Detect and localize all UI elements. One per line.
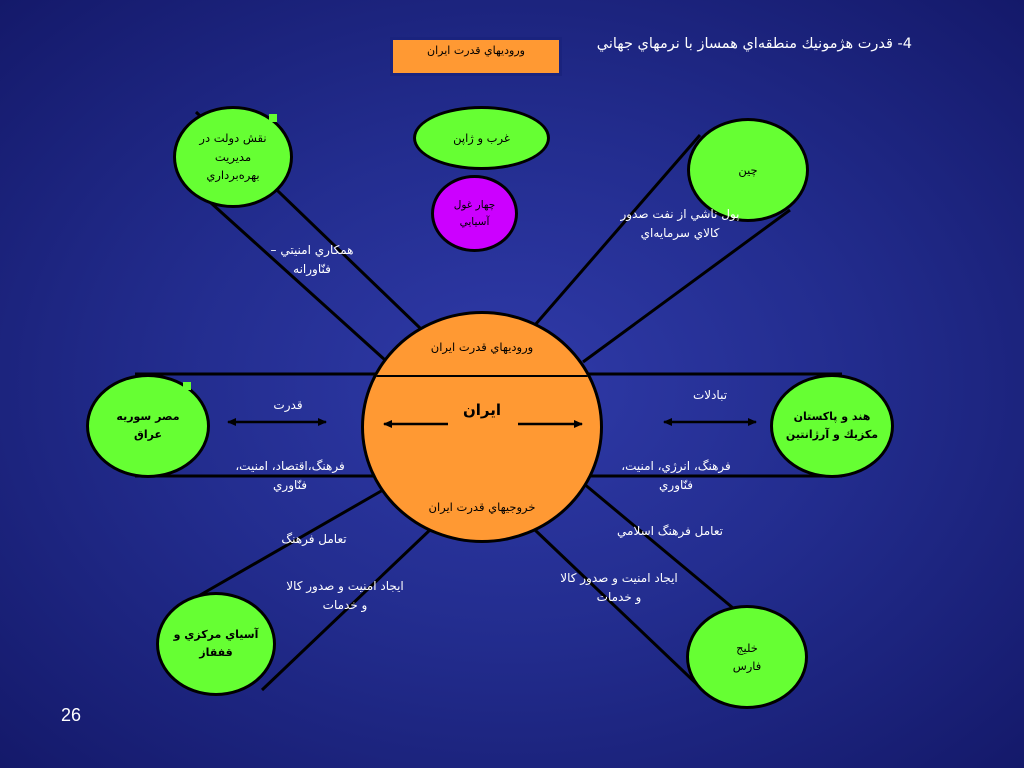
node-gulf-line2: فارس [732,659,762,673]
label-security-tech-line2: فنّاورانه [293,262,331,277]
label-right-culture-line1: فرهنگ، انرژي، امنيت، [621,459,731,473]
center-arrows [383,420,583,428]
label-oil-money: پول ناشي از نفت صدور كالاي سرمايه‌اي [600,205,760,243]
label-security-tech: همكاري امنيتي – فنّاورانه [252,241,372,279]
node-central-asia: آسياي مركزي و قفقاز [156,592,276,696]
node-egypt-line1: مصر سوريه [116,410,180,424]
label-cultural-interaction: تعامل فرهنگ [281,532,347,546]
green-marker-left [183,382,191,390]
green-marker-top [269,114,277,122]
legend-box: وروديهاي قدرت ايران [390,37,562,76]
center-top-label: وروديهاي قدرت ايران [430,340,534,354]
label-oil-money-line1: پول ناشي از نفت صدور [620,207,740,221]
node-state-role-line2: مديريت [214,149,252,164]
connector-top-left-b [178,173,387,362]
node-india-line1: هند و پاكستان [793,410,871,424]
node-india-line2: مكزيك و آرژانتين [785,428,879,441]
label-right-culture: فرهنگ، انرژي، امنيت، فنّاوري [596,457,756,495]
node-persian-gulf: خليج فارس [686,605,808,709]
node-asian-tigers-line1: چهار غول [453,198,496,211]
slide-title: 4- قدرت هژمونيك منطقه‌اي همساز با نرمهاي… [596,36,912,52]
page-number: 26 [61,705,82,725]
label-security-tech-line1: همكاري امنيتي – [270,243,354,257]
node-central-asia-line1: آسياي مركزي و [173,628,259,642]
label-left-culture: فرهنگ،اقتصاد، امنيت، فنّاوري [210,457,370,495]
label-left-culture-line2: فنّاوري [273,478,307,493]
center-name: ايران [462,401,502,419]
label-oil-money-line2: كالاي سرمايه‌اي [640,226,720,241]
node-west-japan: غرب و ژاپن [413,106,550,170]
label-bl-security-line1: ايجاد امنيت و صدور كالا [286,579,404,593]
center-iran-node: وروديهاي قدرت ايران ايران خروجيهاي قدرت … [361,311,603,543]
node-state-role-line1: نقش دولت در [199,131,267,146]
label-left-culture-line1: فرهنگ،اقتصاد، امنيت، [235,459,345,473]
node-egypt-syria-iraq: مصر سوريه عراق [86,374,210,478]
node-central-asia-line2: قفقاز [199,646,233,659]
label-islamic-interaction: تعامل فرهنگ اسلامي [617,524,723,538]
connector-top-right-b [582,208,791,364]
label-bl-security-line2: و خدمات [322,598,368,613]
label-bl-security: ايجاد امنيت و صدور كالا و خدمات [270,577,420,615]
node-west-japan-label: غرب و ژاپن [453,130,510,145]
label-power: قدرت [273,398,303,412]
label-exchanges: تبادلات [692,388,728,402]
label-br-security-line2: و خدمات [596,590,642,605]
node-gulf-line1: خليج [736,640,758,655]
connector-bottom-right-b [533,528,705,692]
label-br-security-line1: ايجاد امنيت و صدور كالا [560,571,678,585]
node-state-role-line3: بهره‌برداري [206,168,260,183]
node-india-pakistan: هند و پاكستان مكزيك و آرژانتين [770,374,894,478]
node-china: چين [687,118,809,222]
node-china-label: چين [738,162,758,177]
node-asian-tigers-line2: آسيايي [459,215,490,228]
label-br-security: ايجاد امنيت و صدور كالا و خدمات [544,569,694,607]
connector-bottom-right-a [582,481,734,610]
connector-top-right-a [533,134,702,326]
connector-bottom-left-b [260,526,434,692]
node-asian-tigers: چهار غول آسيايي [431,175,518,252]
label-right-culture-line2: فنّاوري [659,478,693,493]
center-bottom-label: خروجيهاي قدرت ايران [428,500,536,514]
node-state-role: نقش دولت در مديريت بهره‌برداري [173,106,293,208]
node-egypt-line2: عراق [134,428,162,441]
connector-bottom-left-a [194,488,384,600]
